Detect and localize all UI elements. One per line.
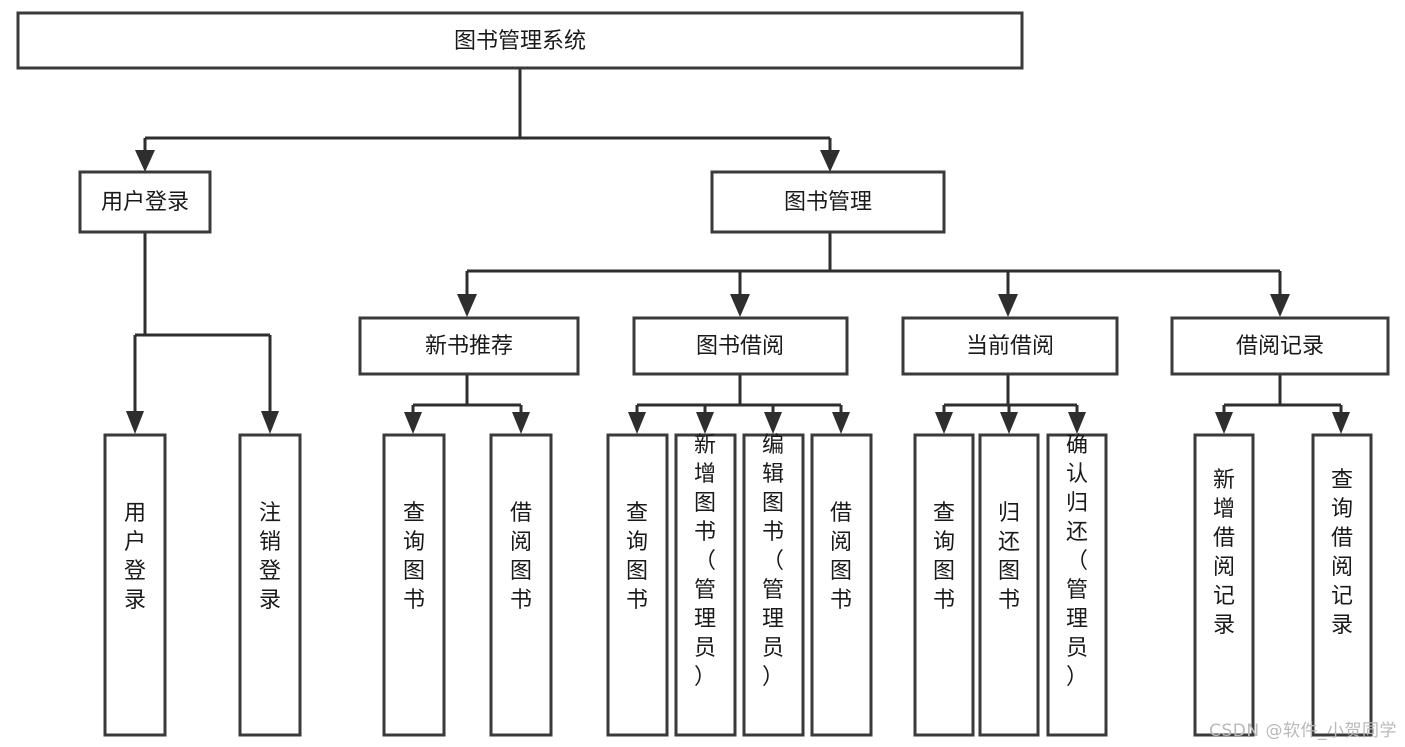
connector-group-new-book-recommend — [404, 374, 530, 434]
node-leaf-add-record-box[interactable] — [1193, 433, 1255, 737]
node-leaf-user-login[interactable]: 用户登录 — [103, 433, 167, 737]
node-user-login-label: 用户登录 — [101, 190, 189, 215]
node-leaf-user-login-label: 用户登录 — [124, 501, 146, 613]
node-new-book-recommend-label: 新书推荐 — [425, 334, 513, 359]
node-leaf-query-book-3-label: 查询图书 — [933, 501, 955, 613]
node-leaf-edit-book-label: 编辑图书（管理员） — [762, 433, 784, 690]
node-user-login-box[interactable] — [78, 170, 212, 234]
arrow-to-user-login — [135, 150, 155, 172]
arrow-to-leaf-add-record — [1215, 412, 1233, 434]
node-new-book-recommend[interactable]: 新书推荐 — [358, 316, 580, 376]
arrow-to-current-borrow — [998, 294, 1018, 317]
node-leaf-query-book-2-box[interactable] — [606, 433, 669, 737]
node-new-book-recommend-box[interactable] — [358, 316, 580, 376]
node-book-manage-label: 图书管理 — [784, 190, 872, 215]
node-current-borrow-label: 当前借阅 — [966, 334, 1054, 359]
node-leaf-add-book-label: 新增图书（管理员） — [694, 433, 716, 690]
arrow-to-leaf-user-login — [126, 411, 144, 434]
node-leaf-user-logout-label: 注销登录 — [259, 501, 281, 613]
arrow-to-new-book-recommend — [457, 294, 477, 317]
node-leaf-borrow-book-1-label: 借阅图书 — [510, 501, 532, 613]
csdn-watermark: CSDN @软件_小贺同学 — [1209, 721, 1397, 741]
node-leaf-user-logout-box[interactable] — [238, 433, 302, 737]
node-borrow-record-box[interactable] — [1170, 316, 1390, 376]
node-leaf-add-record[interactable]: 新增借阅记录 — [1193, 433, 1255, 737]
node-leaf-return-book-label: 归还图书 — [998, 501, 1020, 613]
connector-group-root — [135, 68, 840, 172]
arrow-to-leaf-return-book — [1000, 412, 1018, 434]
node-leaf-edit-book-box[interactable] — [742, 433, 805, 737]
node-leaf-query-book-1[interactable]: 查询图书 — [382, 433, 446, 737]
node-leaf-query-record-label: 查询借阅记录 — [1331, 468, 1353, 638]
node-leaf-user-logout[interactable]: 注销登录 — [238, 433, 302, 737]
node-current-borrow[interactable]: 当前借阅 — [901, 316, 1119, 376]
node-leaf-query-book-2[interactable]: 查询图书 — [606, 433, 669, 737]
node-leaf-query-record[interactable]: 查询借阅记录 — [1311, 433, 1373, 737]
node-leaf-confirm-return-box[interactable] — [1046, 433, 1108, 737]
connector-group-book-borrow — [628, 374, 850, 434]
connector-group-book-manage — [457, 232, 1290, 317]
node-leaf-return-book[interactable]: 归还图书 — [978, 433, 1040, 737]
arrow-to-leaf-borrow-book-1 — [512, 412, 530, 434]
node-leaf-add-book[interactable]: 新增图书（管理员） — [674, 433, 737, 737]
arrow-to-leaf-add-book — [696, 412, 714, 434]
arrow-to-leaf-user-logout — [261, 411, 279, 434]
node-leaf-query-book-3-box[interactable] — [913, 433, 975, 737]
node-book-manage-box[interactable] — [710, 170, 946, 234]
node-book-manage[interactable]: 图书管理 — [710, 170, 946, 234]
node-borrow-record[interactable]: 借阅记录 — [1170, 316, 1390, 376]
node-leaf-edit-book[interactable]: 编辑图书（管理员） — [742, 433, 805, 737]
node-leaf-return-book-box[interactable] — [978, 433, 1040, 737]
node-leaf-borrow-book-2-box[interactable] — [810, 433, 873, 737]
node-leaf-query-book-1-label: 查询图书 — [403, 501, 425, 613]
node-book-borrow[interactable]: 图书借阅 — [632, 316, 849, 376]
connector-group-borrow-record — [1215, 374, 1350, 434]
node-leaf-query-book-2-label: 查询图书 — [626, 501, 648, 613]
arrow-to-book-borrow — [730, 294, 750, 317]
arrow-to-leaf-confirm-return — [1068, 412, 1086, 434]
node-book-borrow-label: 图书借阅 — [696, 334, 784, 359]
node-root-box[interactable] — [16, 11, 1024, 70]
arrow-to-leaf-edit-book — [764, 412, 782, 434]
node-root[interactable]: 图书管理系统 — [16, 11, 1024, 70]
node-leaf-user-login-box[interactable] — [103, 433, 167, 737]
arrow-to-book-manage — [820, 150, 840, 172]
node-leaf-query-record-box[interactable] — [1311, 433, 1373, 737]
arrow-to-leaf-borrow-book-2 — [832, 412, 850, 434]
arrow-to-leaf-query-record — [1332, 412, 1350, 434]
arrow-to-leaf-query-book-3 — [935, 412, 953, 434]
connector-group-current-borrow — [935, 374, 1086, 434]
node-root-label: 图书管理系统 — [454, 29, 586, 54]
connector-group-user-login — [126, 232, 279, 434]
arrow-to-leaf-query-book-2 — [628, 412, 646, 434]
node-user-login[interactable]: 用户登录 — [78, 170, 212, 234]
node-leaf-query-book-1-box[interactable] — [382, 433, 446, 737]
node-borrow-record-label: 借阅记录 — [1236, 334, 1324, 359]
node-leaf-borrow-book-1[interactable]: 借阅图书 — [489, 433, 553, 737]
arrow-to-leaf-query-book-1 — [404, 412, 422, 434]
node-current-borrow-box[interactable] — [901, 316, 1119, 376]
node-leaf-add-book-box[interactable] — [674, 433, 737, 737]
arrow-to-borrow-record — [1270, 294, 1290, 317]
node-leaf-confirm-return[interactable]: 确认归还（管理员） — [1046, 433, 1108, 737]
node-leaf-borrow-book-1-box[interactable] — [489, 433, 553, 737]
node-leaf-confirm-return-label: 确认归还（管理员） — [1066, 433, 1088, 690]
node-book-borrow-box[interactable] — [632, 316, 849, 376]
node-leaf-add-record-label: 新增借阅记录 — [1213, 468, 1235, 638]
node-leaf-borrow-book-2-label: 借阅图书 — [830, 501, 852, 613]
node-leaf-borrow-book-2[interactable]: 借阅图书 — [810, 433, 873, 737]
node-leaf-query-book-3[interactable]: 查询图书 — [913, 433, 975, 737]
